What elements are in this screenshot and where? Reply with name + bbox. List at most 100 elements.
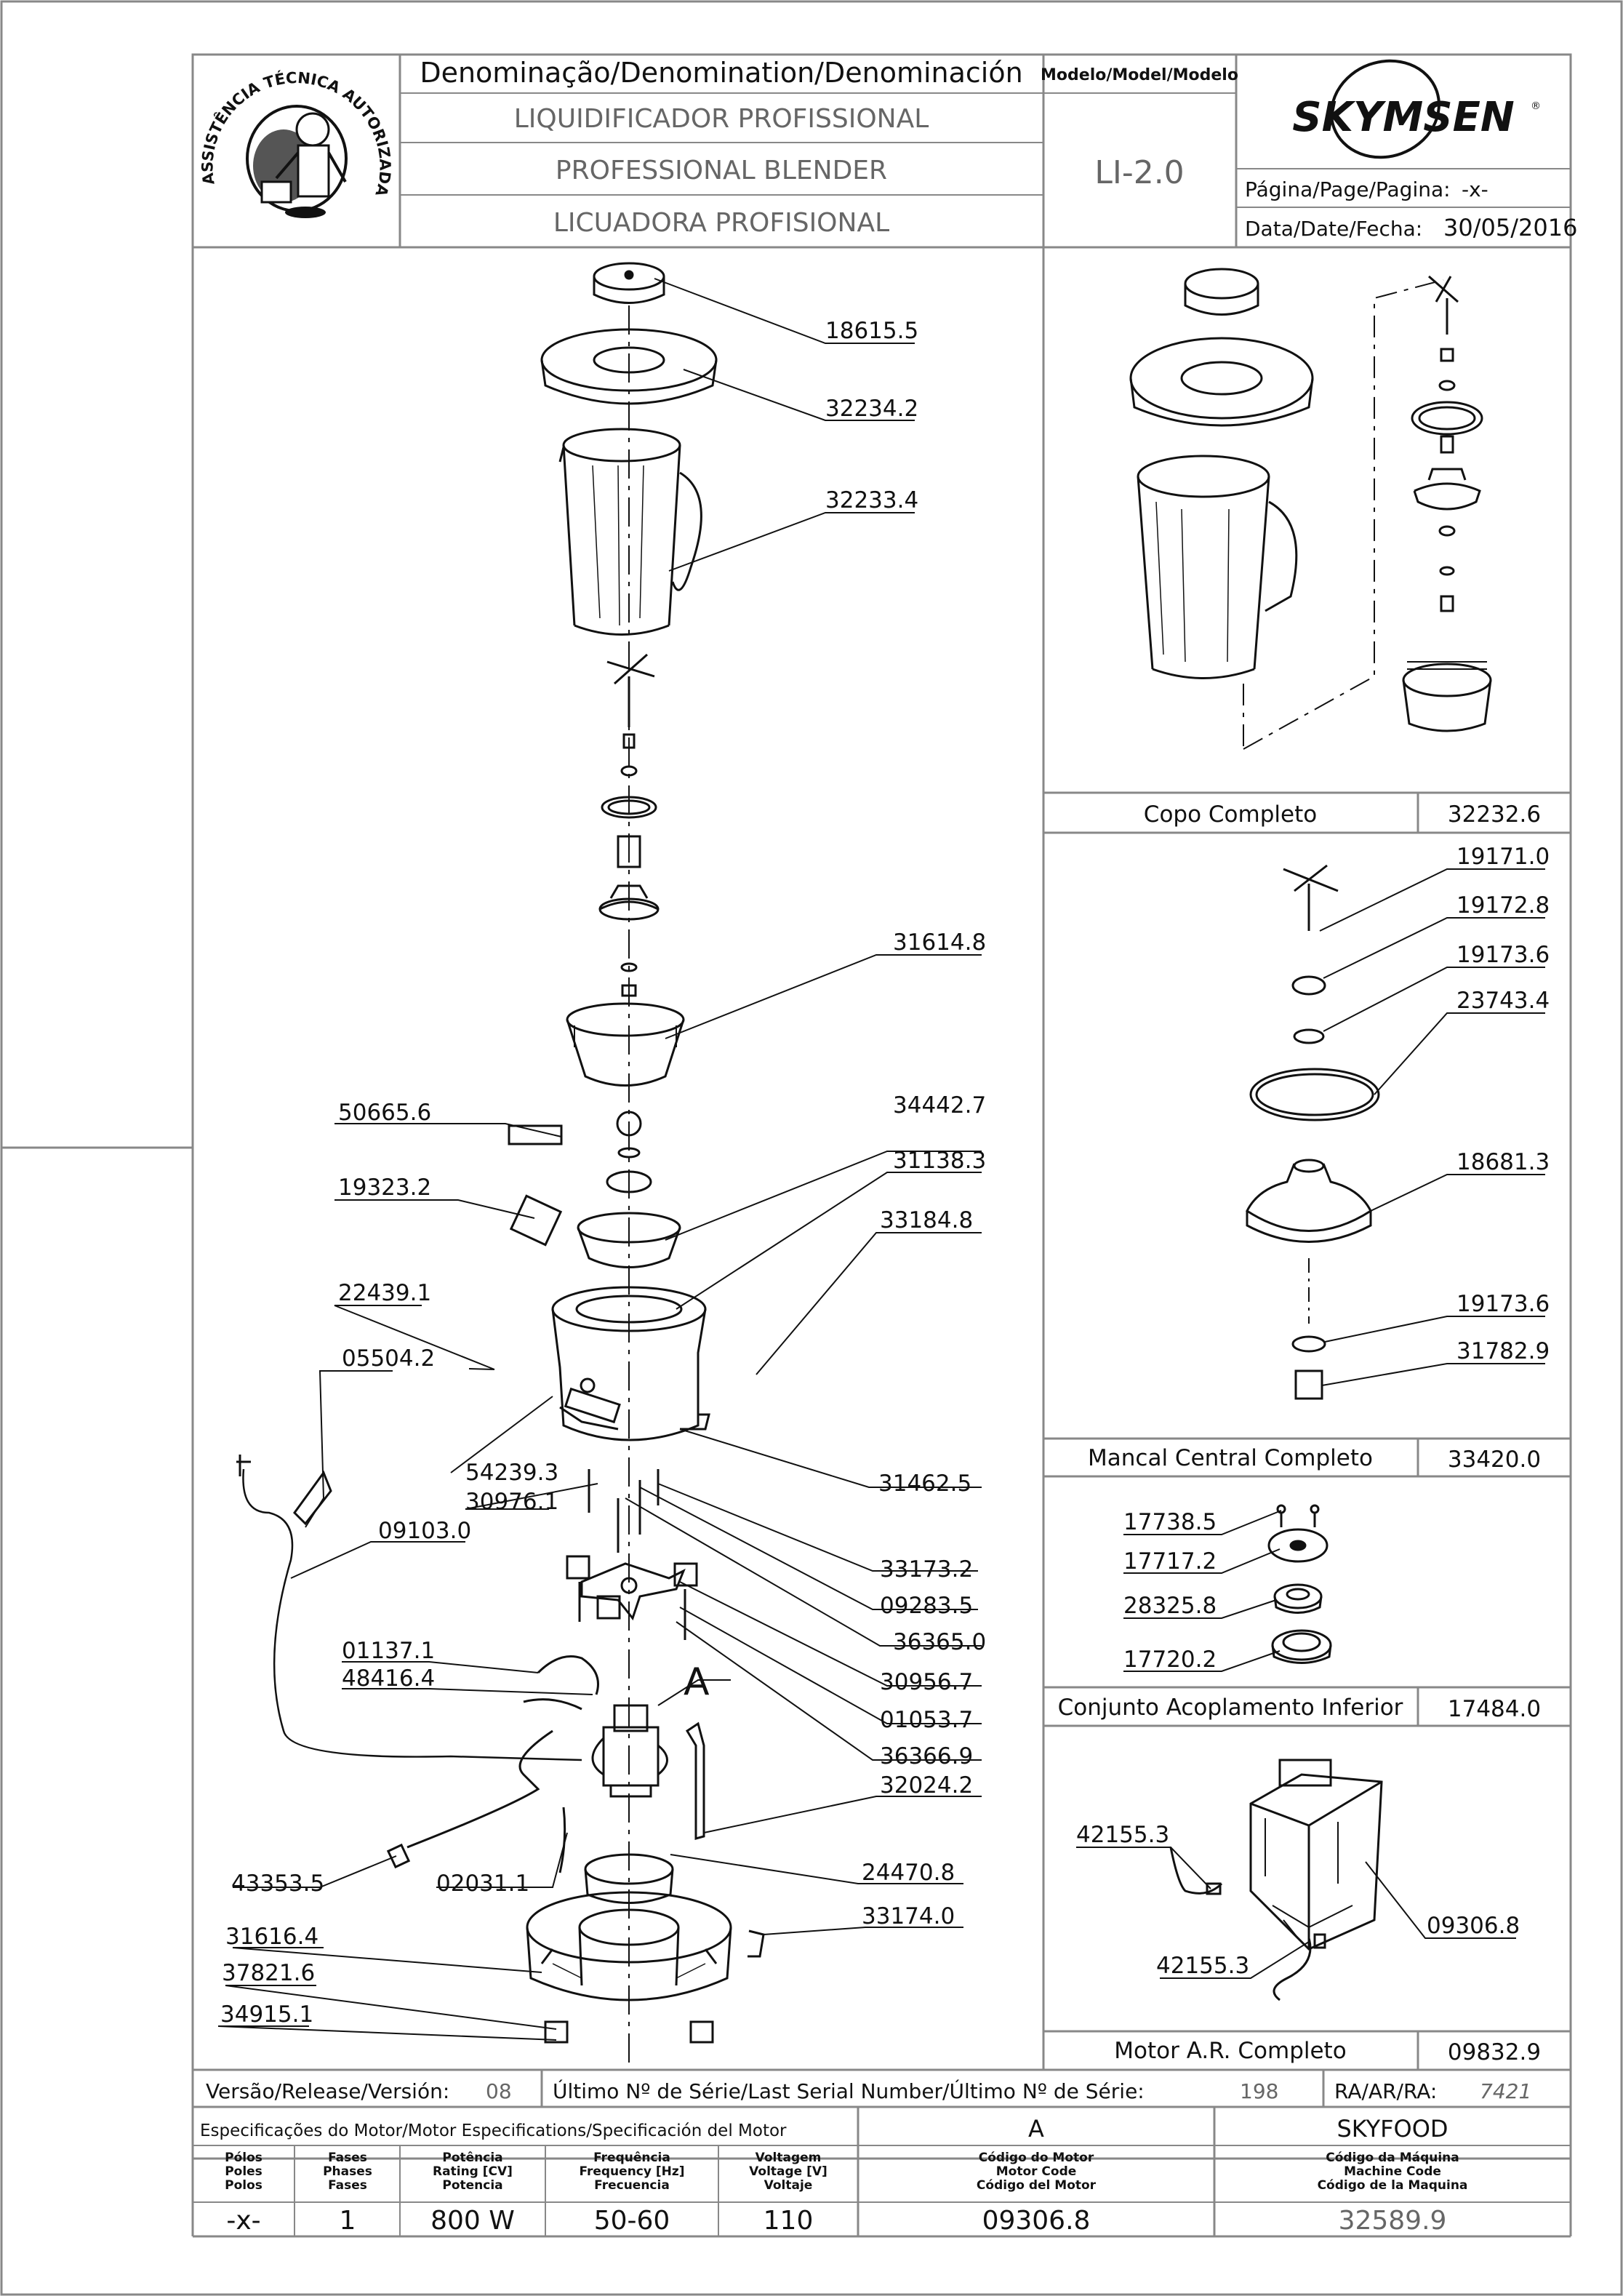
product-name-pt: LIQUIDIFICADOR PROFISSIONAL — [514, 104, 929, 134]
part-label: 34442.7 — [893, 1092, 986, 1119]
motor-drawing — [1169, 1759, 1383, 2001]
part-label: 43353.5 — [231, 1871, 324, 1897]
part-label: 32024.2 — [880, 1772, 973, 1799]
part-label: 19323.2 — [338, 1175, 431, 1201]
part-label: 18681.3 — [1456, 1149, 1550, 1175]
version-label: Versão/Release/Versión: — [206, 2079, 449, 2103]
part-label: 33173.2 — [880, 1556, 973, 1583]
part-label: 48416.4 — [342, 1665, 435, 1692]
part-label: 18615.5 — [825, 318, 918, 344]
acoplamento-code: 17484.0 — [1448, 1696, 1541, 1722]
product-name-en: PROFESSIONAL BLENDER — [556, 156, 887, 185]
product-name-es: LICUADORA PROFISIONAL — [553, 208, 889, 238]
part-label: 19173.6 — [1456, 942, 1550, 968]
header: ASSISTÊNCIA TÉCNICA AUTORIZADA Denominaç… — [193, 55, 1577, 249]
part-label: 28325.8 — [1123, 1593, 1217, 1619]
part-label: 19171.0 — [1456, 844, 1550, 870]
acoplamento-panel: 17738.5 17717.2 28325.8 17720.2 Conjunto… — [1043, 1504, 1571, 1727]
model-label: Modelo/Model/Modelo — [1041, 66, 1238, 84]
acoplamento-drawing — [1267, 1504, 1332, 1664]
copo-code: 32232.6 — [1448, 801, 1541, 828]
part-label: 30956.7 — [880, 1669, 973, 1695]
part-label: 32234.2 — [825, 396, 918, 422]
denomination-label: Denominação/Denomination/Denominación — [420, 57, 1022, 89]
acoplamento-name: Conjunto Acoplamento Inferior — [1058, 1695, 1403, 1721]
machine-brand: SKYFOOD — [1337, 2115, 1448, 2143]
part-label: 17720.2 — [1123, 1647, 1217, 1673]
part-label: 09283.5 — [880, 1593, 973, 1619]
part-label: 05504.2 — [342, 1345, 435, 1372]
spec-motor-code-value: 09306.8 — [982, 2206, 1091, 2236]
detail-a-label: A — [684, 1660, 710, 1704]
part-label: 01137.1 — [342, 1638, 435, 1664]
drawing-frame — [191, 53, 1572, 2160]
mancal-drawing — [1246, 864, 1380, 1400]
motor-letter: A — [1028, 2115, 1044, 2143]
part-label: 31616.4 — [225, 1924, 318, 1950]
part-label: 42155.3 — [1076, 1822, 1169, 1848]
date-label: Data/Date/Fecha: — [1245, 217, 1422, 241]
copo-drawing — [1129, 268, 1492, 750]
part-label: 31138.3 — [893, 1148, 986, 1174]
copo-name: Copo Completo — [1144, 801, 1317, 828]
part-label: 02031.1 — [436, 1871, 529, 1897]
copo-completo-panel: Copo Completo 32232.6 — [1043, 268, 1571, 834]
part-label: 17738.5 — [1123, 1509, 1217, 1535]
part-label: 17717.2 — [1123, 1548, 1217, 1575]
main-leaders — [217, 278, 982, 2041]
part-label: 32233.4 — [825, 487, 918, 513]
part-label: 34915.1 — [220, 2001, 313, 2028]
spec-phases-value: 1 — [340, 2206, 356, 2236]
part-label: 33174.0 — [862, 1903, 955, 1929]
ra-label: RA/AR/RA: — [1334, 2079, 1437, 2103]
spec-rating-value: 800 W — [430, 2206, 515, 2236]
spec-frequency-value: 50-60 — [594, 2206, 670, 2236]
svg-text:®: ® — [1531, 100, 1541, 112]
date-value: 30/05/2016 — [1443, 214, 1577, 241]
motor-name: Motor A.R. Completo — [1114, 2038, 1346, 2064]
ra-value: 7421 — [1480, 2079, 1531, 2103]
authorized-service-logo: ASSISTÊNCIA TÉCNICA AUTORIZADA — [199, 69, 394, 218]
part-label: 36365.0 — [893, 1629, 986, 1655]
mancal-code: 33420.0 — [1448, 1447, 1541, 1473]
part-label: 50665.6 — [338, 1100, 431, 1126]
part-label: 19172.8 — [1456, 892, 1550, 919]
serial-value: 198 — [1240, 2079, 1278, 2103]
main-part-labels: 18615.5 32234.2 32233.4 31614.8 50665.6 … — [220, 318, 986, 2028]
motor-code: 09832.9 — [1448, 2039, 1541, 2065]
part-label: 01053.7 — [880, 1707, 973, 1733]
part-label: 22439.1 — [338, 1280, 431, 1306]
spec-voltage-value: 110 — [764, 2206, 814, 2236]
version-value: 08 — [486, 2079, 512, 2103]
part-label: 31614.8 — [893, 929, 986, 956]
serial-label: Último Nº de Série/Last Serial Number/Úl… — [553, 2079, 1145, 2103]
brand-name: SKYMSEN — [1292, 94, 1514, 141]
part-label: 42155.3 — [1156, 1953, 1249, 1979]
part-label: 54239.3 — [465, 1460, 558, 1486]
brand-logo: SKYMSEN ® — [1292, 59, 1541, 159]
part-label: 19173.6 — [1456, 1291, 1550, 1317]
part-label: 09306.8 — [1427, 1913, 1520, 1939]
page-label: Página/Page/Pagina: — [1245, 177, 1451, 201]
part-label: 09103.0 — [378, 1518, 471, 1544]
part-label: 33184.8 — [880, 1207, 973, 1233]
mancal-central-panel: 19171.0 19172.8 19173.6 23743.4 18681.3 … — [1043, 844, 1571, 1478]
part-label: 31782.9 — [1456, 1338, 1550, 1364]
spec-machine-code-value: 32589.9 — [1339, 2206, 1447, 2236]
part-label: 23743.4 — [1456, 988, 1550, 1014]
page-value: -x- — [1462, 177, 1488, 201]
part-label: 37821.6 — [222, 1960, 315, 1986]
motor-panel: 42155.3 09306.8 42155.3 Motor A.R. Compl… — [1043, 1759, 1571, 2070]
footer: Versão/Release/Versión: 08 Último Nº de … — [191, 2068, 1572, 2238]
model-value: LI-2.0 — [1094, 154, 1184, 191]
spec-poles-value: -x- — [226, 2206, 260, 2236]
